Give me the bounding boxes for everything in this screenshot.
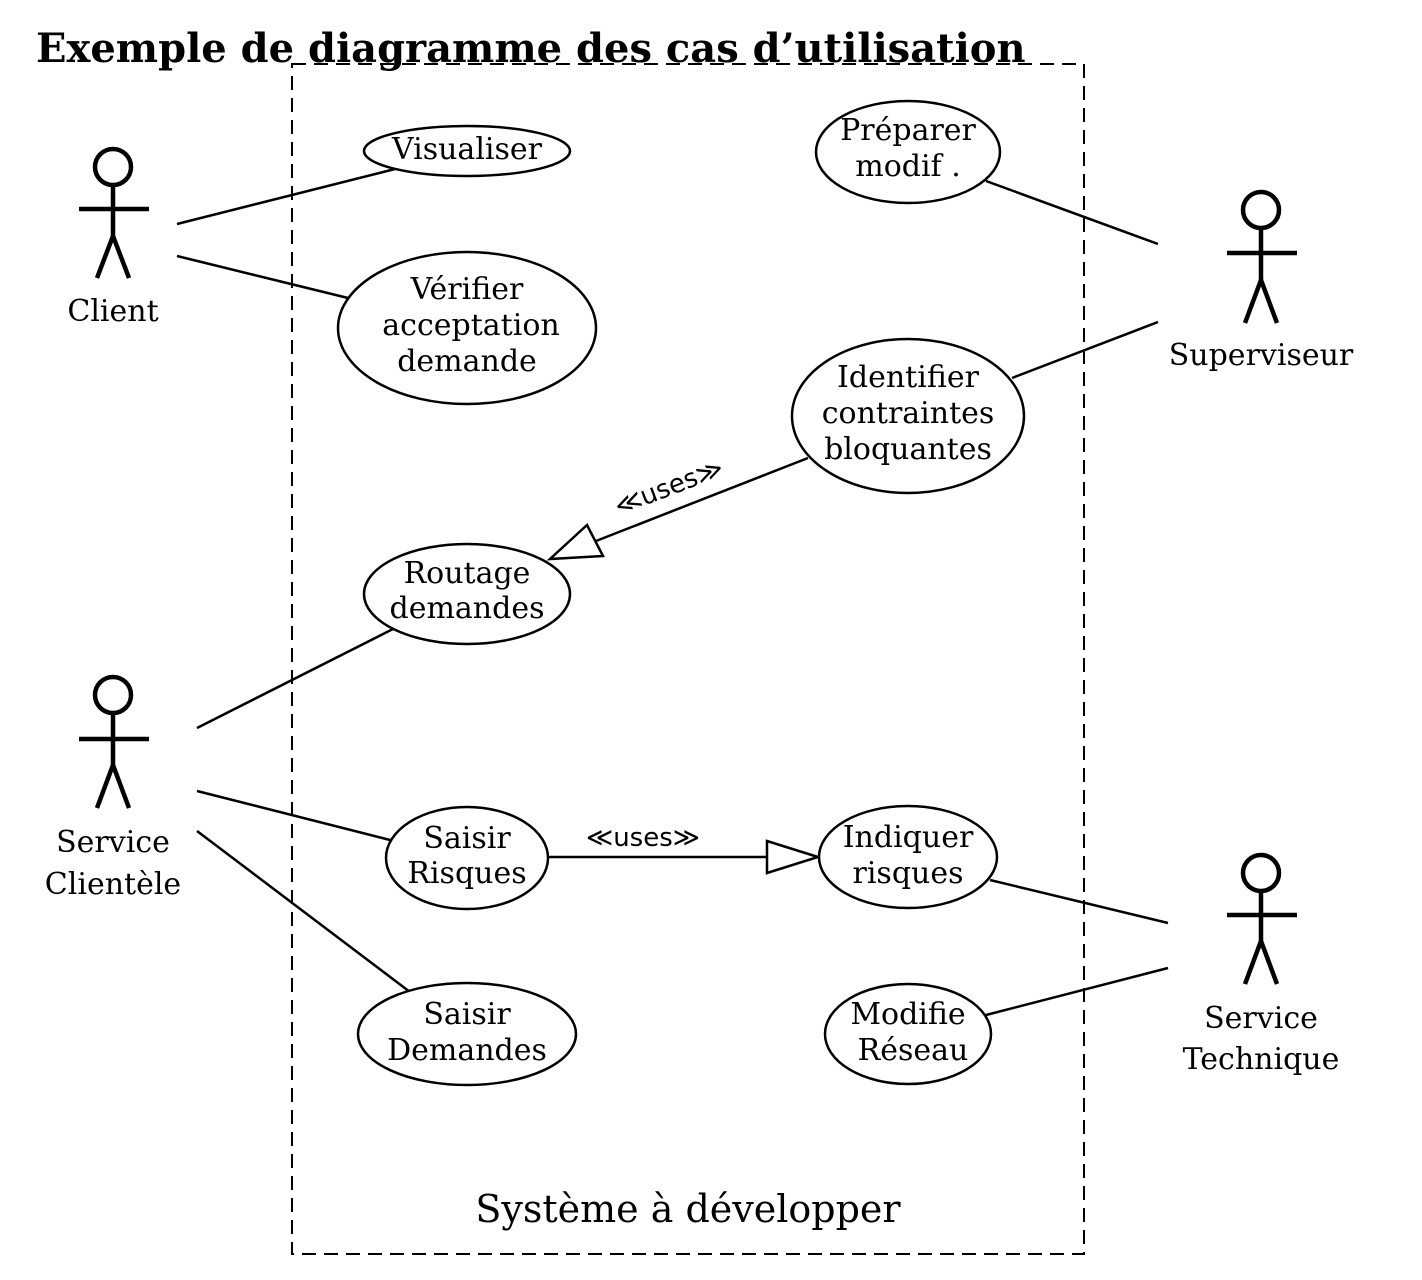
use-case-label: demande bbox=[397, 344, 537, 379]
actor-label: Technique bbox=[1183, 1042, 1340, 1077]
assoc-client-visualiser bbox=[176, 167, 396, 226]
use-case-verifier-acceptation-demande: Vérifier acceptation demande bbox=[336, 250, 598, 406]
use-case-label: Modifie bbox=[850, 997, 965, 1032]
actor-service-clientele: Service Clientèle bbox=[45, 674, 181, 902]
use-case-label: Routage bbox=[404, 556, 531, 591]
use-case-label: Visualiser bbox=[391, 132, 543, 167]
use-case-label: Saisir bbox=[423, 997, 511, 1032]
stick-figure-icon bbox=[79, 674, 149, 809]
use-case-label: contraintes bbox=[822, 396, 995, 431]
use-case-label: Réseau bbox=[858, 1033, 969, 1068]
use-case-label: acceptation bbox=[382, 308, 559, 343]
use-case-label: Indiquer bbox=[843, 820, 974, 855]
use-case-saisir-demandes: Saisir Demandes bbox=[356, 981, 578, 1087]
use-case-label: Identifier bbox=[837, 360, 980, 395]
uses-arrowhead-indiquer bbox=[765, 839, 823, 875]
uses-stereotype-label: ≪uses≫ bbox=[586, 823, 700, 853]
system-boundary bbox=[291, 63, 1085, 1255]
actor-label: Client bbox=[67, 294, 158, 329]
actor-label: Service bbox=[1204, 1001, 1318, 1036]
use-case-label: risques bbox=[852, 856, 963, 891]
use-case-label: Saisir bbox=[423, 821, 511, 856]
use-case-label: Demandes bbox=[387, 1033, 547, 1068]
use-case-identifier-contraintes-bloquantes: Identifier contraintes bloquantes bbox=[790, 337, 1026, 495]
actor-label: Clientèle bbox=[45, 867, 181, 902]
stick-figure-icon bbox=[1227, 189, 1297, 324]
assoc-superviseur-preparer bbox=[985, 179, 1159, 246]
uses-relation-identifier-routage bbox=[595, 456, 809, 543]
stick-figure-icon bbox=[79, 146, 149, 279]
use-case-routage-demandes: Routage demandes bbox=[362, 542, 572, 646]
use-case-label: modif . bbox=[855, 149, 960, 184]
use-case-preparer-modif: Préparer modif . bbox=[814, 99, 1002, 205]
assoc-serviceclientele-routage bbox=[196, 627, 394, 730]
actor-superviseur: Superviseur bbox=[1169, 189, 1354, 373]
use-case-label: Vérifier bbox=[410, 272, 524, 307]
actor-client: Client bbox=[67, 146, 159, 329]
use-case-indiquer-risques: Indiquer risques bbox=[817, 804, 999, 910]
use-case-modifie-reseau: Modifie Réseau bbox=[823, 982, 993, 1086]
assoc-superviseur-identifier bbox=[1011, 320, 1159, 380]
assoc-servicetechnique-modifie bbox=[985, 966, 1169, 1017]
use-case-label: Préparer bbox=[840, 113, 976, 148]
actor-label: Superviseur bbox=[1169, 338, 1354, 373]
use-case-label: bloquantes bbox=[824, 432, 992, 467]
uses-arrowhead-routage bbox=[546, 522, 605, 561]
assoc-serviceclientele-saisirdemandes bbox=[196, 830, 411, 993]
use-case-saisir-risques: Saisir Risques bbox=[384, 805, 550, 911]
diagram-title: Exemple de diagramme des cas d’utilisati… bbox=[36, 25, 1026, 72]
system-label: Système à développer bbox=[475, 1187, 901, 1231]
assoc-serviceclientele-saisirrisques bbox=[196, 789, 391, 842]
use-case-label: demandes bbox=[390, 591, 545, 626]
actor-label: Service bbox=[56, 825, 170, 860]
use-case-visualiser: Visualiser bbox=[362, 124, 572, 178]
use-case-label: Risques bbox=[407, 856, 526, 891]
stick-figure-icon bbox=[1227, 852, 1297, 985]
actor-service-technique: Service Technique bbox=[1183, 852, 1340, 1077]
assoc-servicetechnique-indiquer bbox=[989, 878, 1169, 925]
assoc-client-verifier bbox=[176, 254, 349, 300]
